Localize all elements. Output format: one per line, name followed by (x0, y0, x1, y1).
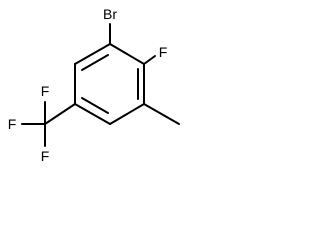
trifluoromethyl-bond (44, 103, 76, 125)
ring-bond-3 (109, 103, 145, 125)
ring-fluorine-atom-label: F (159, 44, 168, 60)
ring-bond-6 (74, 43, 111, 65)
molecule-structure: Br F F F F (8, 6, 180, 164)
methyl-bond (143, 103, 180, 125)
cf3-fluorine-bottom-atom-label: F (41, 148, 50, 164)
ring-double-bond-inner-3 (81, 97, 109, 114)
structure-canvas: Br F F F F (0, 0, 188, 178)
ring-bond-4 (74, 103, 111, 125)
cf3-fluorine-left-atom-label: F (8, 116, 17, 132)
fluorine-bond (143, 55, 156, 65)
bromine-atom-label: Br (103, 6, 117, 22)
ring-bond-1 (109, 43, 145, 65)
cf3-fluorine-top-atom-label: F (41, 83, 50, 99)
ring-double-bond-inner-2 (81, 54, 109, 71)
